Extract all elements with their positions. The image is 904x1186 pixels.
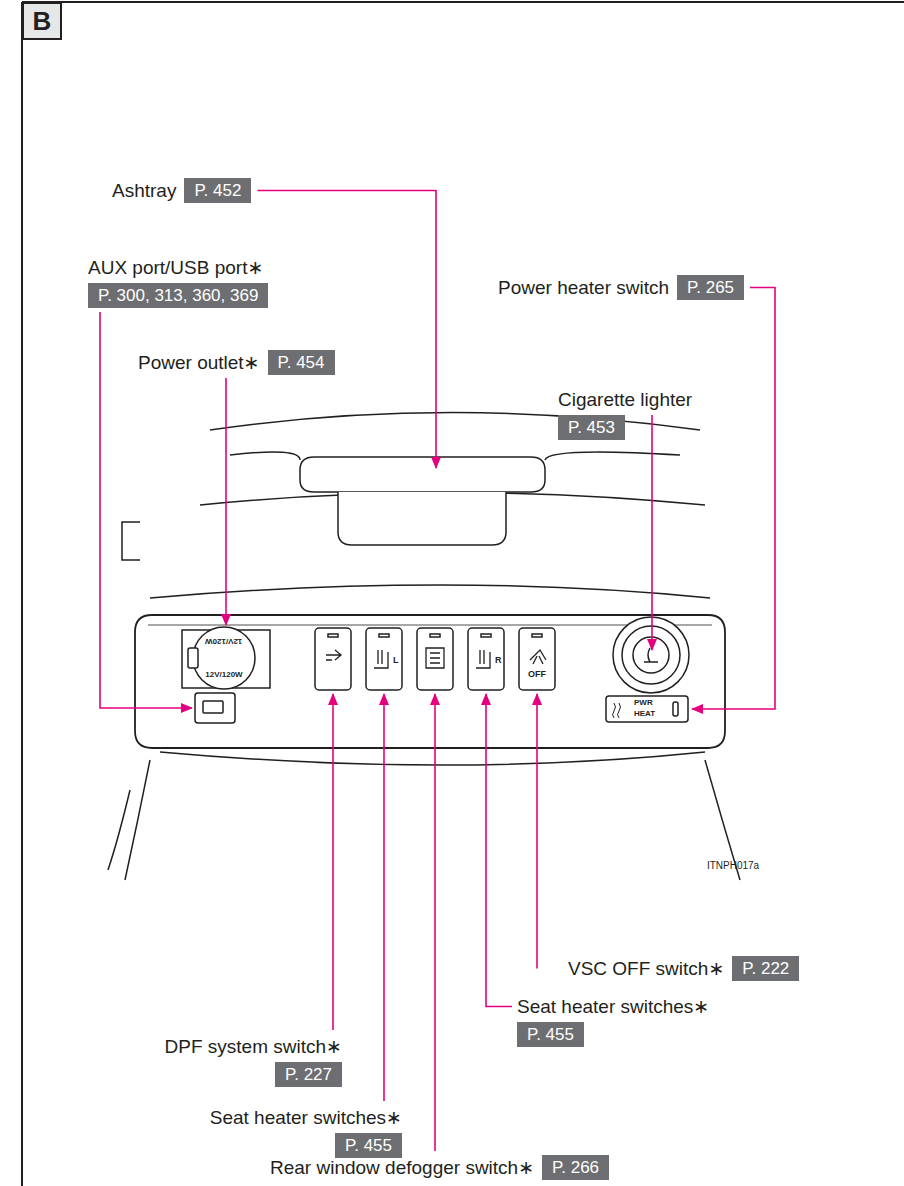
leader-line (692, 288, 775, 710)
page-reference: P. 266 (542, 1155, 609, 1180)
switch-panel (135, 615, 725, 748)
switch-icons (326, 648, 546, 668)
page-reference: P. 455 (335, 1133, 402, 1158)
page-frame (22, 1, 904, 3)
page-frame (21, 2, 23, 1186)
part-name: VSC OFF switch∗ (568, 957, 724, 980)
callout: Ashtray P. 452 (112, 178, 251, 203)
page-reference: P. 265 (677, 275, 744, 300)
part-name: Seat heater switches∗ (517, 995, 709, 1018)
leader-line (434, 694, 436, 1151)
callout: Power outlet∗ P. 454 (138, 350, 335, 375)
section-letter: B (33, 6, 52, 36)
power-heater-switch (606, 696, 688, 722)
callout: Seat heater switches∗ P. 455 (517, 995, 709, 1047)
leader-line (257, 191, 436, 469)
leader-line (332, 694, 334, 1030)
callout: DPF system switch∗ P. 227 (165, 1035, 342, 1087)
page-reference: P. 300, 313, 360, 369 (88, 283, 268, 308)
ashtray (300, 457, 545, 545)
dashboard-outline (108, 413, 740, 881)
part-name: DPF system switch∗ (165, 1035, 342, 1058)
callout: Rear window defogger switch∗ P. 266 (270, 1155, 609, 1180)
switch-buttons (315, 628, 555, 690)
switch-letter: OFF (528, 670, 546, 679)
rating-mark: 12V/120W (205, 637, 242, 645)
page-reference: P. 454 (268, 350, 335, 375)
part-name: Cigarette lighter (558, 388, 692, 411)
page-reference: P. 227 (275, 1062, 342, 1087)
leader-line (486, 694, 512, 1007)
page-reference: P. 455 (517, 1022, 584, 1047)
leader-line (536, 694, 538, 969)
switch-letter: L (393, 656, 399, 665)
page-reference: P. 222 (732, 956, 799, 981)
usb-port (195, 693, 235, 723)
page-reference: P. 452 (184, 178, 251, 203)
section-tab: B (22, 2, 62, 40)
switch-letter: R (495, 656, 502, 665)
callout: AUX port/USB port∗ P. 300, 313, 360, 369 (88, 256, 268, 308)
leader-line (651, 415, 653, 650)
leader-line (225, 378, 227, 625)
power-outlet (182, 627, 270, 689)
part-name: Ashtray (112, 179, 176, 202)
switch-letter: PWR (634, 699, 653, 707)
callout: Power heater switch P. 265 (498, 275, 744, 300)
part-name: Rear window defogger switch∗ (270, 1156, 534, 1179)
part-name: Power outlet∗ (138, 351, 260, 374)
callout: Seat heater switches∗ P. 455 (210, 1106, 402, 1158)
part-name: Seat heater switches∗ (210, 1106, 402, 1129)
rating-mark: 12V/120W (205, 671, 242, 679)
callout: Cigarette lighter P. 453 (558, 388, 692, 440)
figure-code: ITNPH017a (707, 861, 759, 871)
leader-line (383, 694, 385, 1101)
callout: VSC OFF switch∗ P. 222 (568, 956, 799, 981)
part-name: Power heater switch (498, 276, 669, 299)
switch-letter: HEAT (634, 710, 655, 718)
cigarette-lighter (613, 617, 689, 693)
part-name: AUX port/USB port∗ (88, 256, 263, 279)
page-reference: P. 453 (558, 415, 625, 440)
